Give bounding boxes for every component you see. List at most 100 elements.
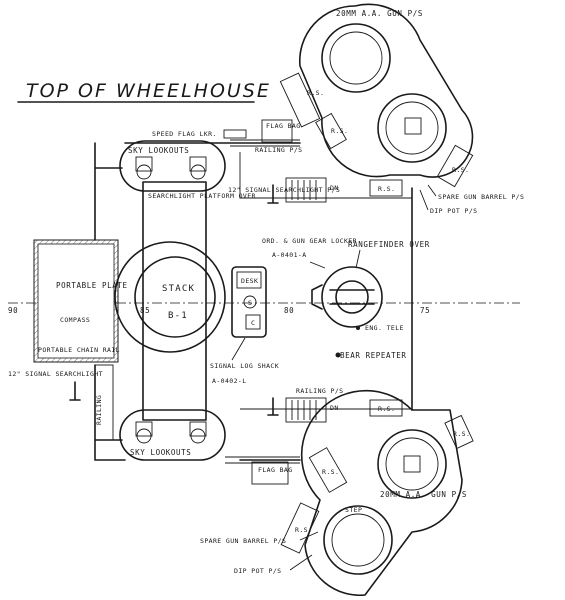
sky-lookouts-top-label: SKY LOOKOUTS [128, 146, 189, 155]
ladder-rungs [291, 400, 317, 420]
searchlight-symbol-bottom [267, 397, 279, 416]
dn-bottom: DN [330, 404, 339, 412]
bear-repeater-label: BEAR REPEATER [340, 351, 407, 360]
lookout-pedestal [190, 164, 206, 180]
dip-pot-bottom: DIP POT P/S [234, 567, 281, 575]
flag-bag-bottom [251, 461, 289, 485]
gun-tub-bottom [300, 389, 463, 597]
spare-barrel-bottom: SPARE GUN BARREL P/S [200, 537, 286, 545]
ladder-top [285, 177, 327, 203]
frame-80: 80 [284, 306, 294, 315]
rs-locker [436, 144, 474, 188]
left-searchlight-symbol [69, 381, 81, 401]
portable-plate-label: PORTABLE PLATE [56, 281, 128, 290]
rangefinder-inner [335, 280, 369, 314]
lookout-pedestal [190, 428, 206, 444]
flag-bag-top [261, 119, 293, 143]
sky-lookouts-bottom [119, 409, 226, 461]
rs-locker [280, 502, 320, 554]
desk [236, 271, 262, 289]
gun-mount [403, 455, 421, 473]
flag-bag-top-label: FLAG BAG [266, 122, 301, 130]
gun-ring-top-1-inner [329, 31, 383, 85]
rs-label: R.S. [295, 526, 312, 534]
gun-ring-top-2-inner [385, 101, 439, 155]
gun-ring-bottom-1-inner [385, 437, 439, 491]
gun-ring-bottom-1 [377, 429, 447, 499]
lookout-seat [189, 156, 207, 172]
railing-mid-label: RAILING P/S [296, 387, 343, 395]
rs-locker [444, 414, 474, 450]
eng-tele-label: ENG. TELE [365, 324, 404, 332]
lookout-seat [135, 421, 153, 437]
leader-line [289, 531, 319, 571]
desk-label: DESK [241, 277, 258, 285]
spare-barrel-right: SPARE GUN BARREL P/S [438, 193, 524, 201]
dn-top: DN [330, 184, 339, 192]
stack-label: STACK [162, 284, 195, 294]
eng-tele-dot [356, 326, 360, 330]
rs-label: R.S. [331, 127, 348, 135]
left-searchlight-label: 12" SIGNAL SEARCHLIGHT [8, 370, 103, 378]
signal-log-shack-label: SIGNAL LOG SHACK [210, 362, 279, 370]
gun-top-label: 20MM A.A. GUN P/S [336, 9, 423, 18]
railing-top-label: RAILING P/S [255, 146, 302, 154]
c-mark: C [251, 319, 255, 327]
rangefinder-outer [321, 266, 383, 328]
ord-locker-id: A-0401-A [272, 251, 307, 259]
leader-line [309, 249, 361, 269]
frame-85: 85 [140, 306, 150, 315]
lookout-pedestal [136, 164, 152, 180]
step-label: STEP [345, 506, 362, 514]
rangefinder-arms [311, 284, 375, 310]
gun-tub-top [298, 3, 474, 178]
flag-bag-bottom-label: FLAG BAG [258, 466, 293, 474]
rs-label: R.S. [307, 89, 324, 97]
cabinet [245, 314, 261, 330]
signal-log-shack [231, 266, 267, 338]
rs-label: R.S. [322, 468, 339, 476]
ladder-rungs [291, 180, 317, 200]
rs-box [369, 399, 403, 417]
frame-75: 75 [420, 306, 430, 315]
rs-label: R.S. [452, 166, 469, 174]
dip-pot-right: DIP POT P/S [430, 207, 477, 215]
ord-locker-label: ORD. & GUN GEAR LOCKER [262, 237, 357, 245]
speed-flag-label: SPEED FLAG LKR. [152, 130, 217, 138]
leader-line [419, 184, 437, 211]
rs-label: R.S. [453, 430, 470, 438]
gun-bottom-label: 20MM A.A. GUN P/S [380, 490, 467, 499]
rangefinder-label: RANGEFINDER OVER [348, 240, 430, 249]
gun-ring-bottom-2 [323, 505, 393, 575]
signal-log-shack-id: A-0402-L [212, 377, 247, 385]
rs-locker [315, 112, 347, 150]
chain-rail-label: PORTABLE CHAIN RAIL [38, 346, 120, 354]
frame-90: 90 [8, 306, 18, 315]
lookout-pedestal [136, 428, 152, 444]
leader-line [231, 337, 246, 361]
rs-label: R.S. [378, 405, 395, 413]
searchlight-platform [142, 181, 207, 421]
rs-locker [308, 447, 348, 493]
compass-label: COMPASS [60, 316, 90, 324]
gun-ring-top-1 [321, 23, 391, 93]
bear-repeater-dot [335, 352, 341, 358]
drawing-title: TOP OF WHEELHOUSE [26, 80, 271, 102]
searchlight-symbol [267, 184, 279, 204]
searchlight-platform-label: SEARCHLIGHT PLATFORM OVER [148, 192, 256, 200]
ladder-bottom [285, 397, 327, 423]
rs-box [369, 179, 403, 197]
speed-flag-locker [223, 129, 247, 139]
rs-locker [279, 72, 321, 128]
railing-top-rail [230, 139, 300, 147]
stack-id: B-1 [168, 311, 188, 321]
stool [243, 295, 257, 309]
s-mark: S [248, 299, 252, 307]
stack-outer [114, 241, 226, 353]
left-railing-label: RAILING [95, 395, 103, 425]
lookout-seat [135, 156, 153, 172]
gun-ring-top-2 [377, 93, 447, 163]
lookout-seat [189, 421, 207, 437]
sky-lookouts-bottom-label: SKY LOOKOUTS [130, 448, 191, 457]
